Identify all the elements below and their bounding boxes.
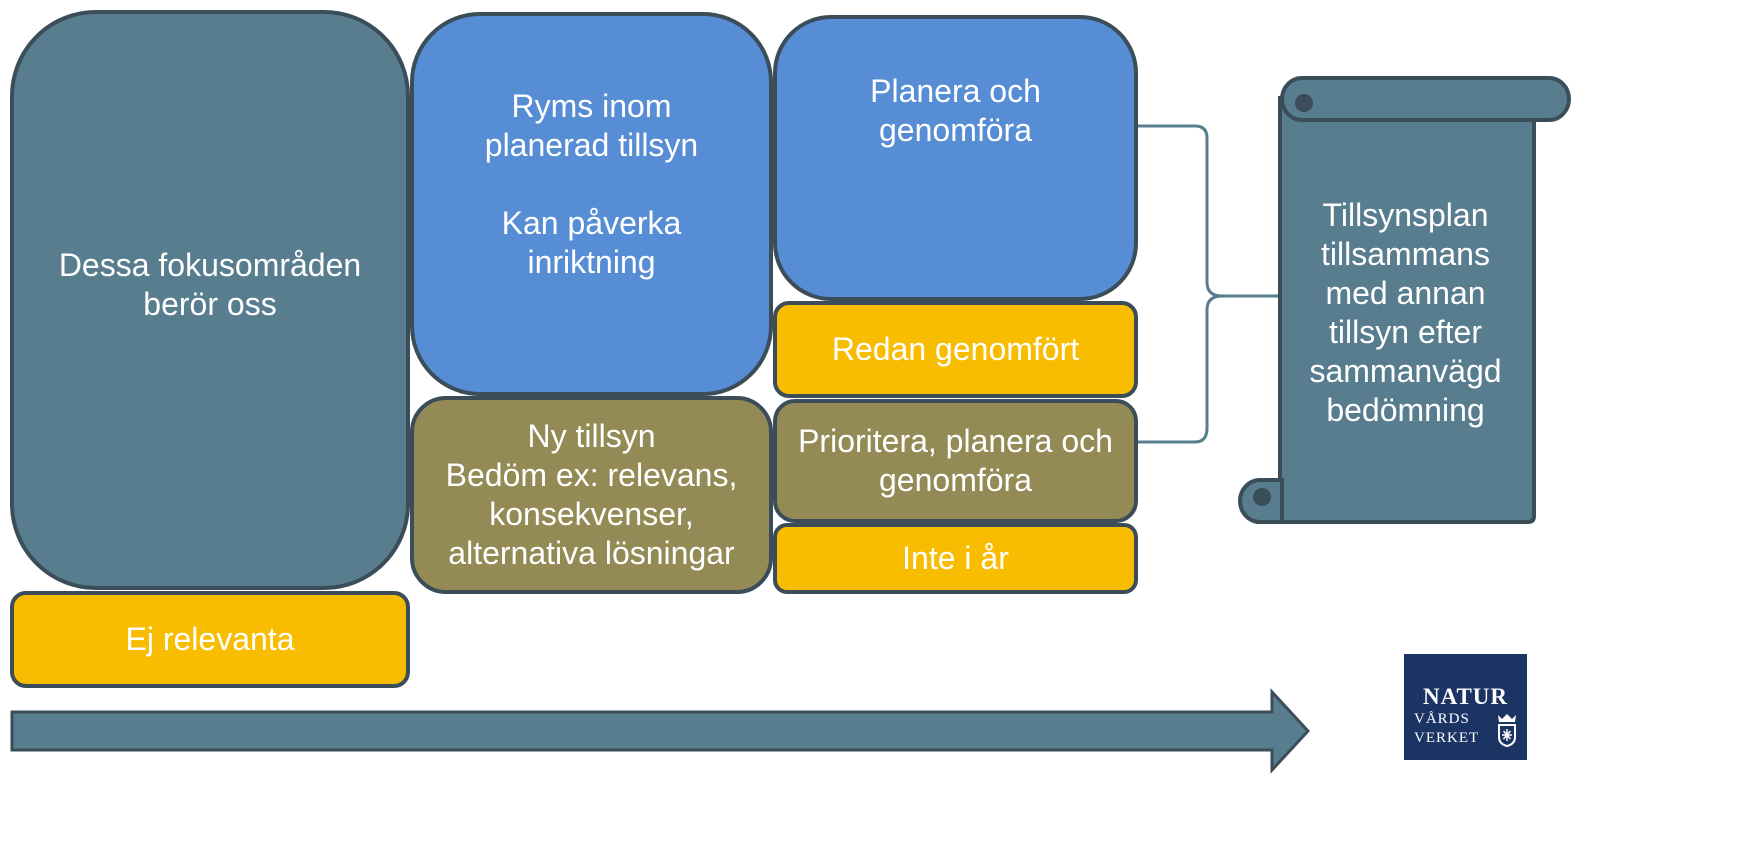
box-text-line: Ryms inom bbox=[511, 87, 672, 124]
box-ej-relevanta: Ej relevanta bbox=[10, 591, 410, 688]
box-text-line: genomföra bbox=[879, 111, 1032, 148]
box-text-line: genomföra bbox=[879, 462, 1032, 498]
box-text-line: Ny tillsyn bbox=[527, 418, 656, 454]
box-text-line: Prioritera, planera och bbox=[798, 423, 1113, 459]
timeline-arrow bbox=[10, 688, 1311, 774]
bracket-connector bbox=[1138, 124, 1278, 444]
scroll-line: tillsyn efter bbox=[1329, 314, 1482, 350]
box-dessa-fokusomraden: Dessa fokusområden berör oss bbox=[10, 10, 410, 590]
scroll-line: sammanvägd bbox=[1309, 353, 1502, 389]
scroll-line: Tillsynsplan bbox=[1322, 197, 1489, 233]
scroll-text: Tillsynsplan tillsammans med annan tills… bbox=[1283, 196, 1528, 430]
naturvardsverket-logo: NATUR VÅRDS VERKET bbox=[1404, 654, 1527, 760]
scroll-line: med annan bbox=[1325, 275, 1486, 311]
logo-line-2: VÅRDS bbox=[1414, 711, 1470, 727]
scroll-line: bedömning bbox=[1326, 392, 1485, 428]
scroll-top-roll bbox=[1280, 76, 1571, 122]
scroll-line: tillsammans bbox=[1321, 236, 1490, 272]
box-redan-genomfort: Redan genomfört bbox=[773, 301, 1138, 398]
box-text-line: Kan påverka bbox=[501, 204, 682, 241]
box-text-line: Redan genomfört bbox=[831, 331, 1080, 367]
box-text-line: planerad tillsyn bbox=[484, 126, 699, 163]
scroll-top-curl bbox=[1295, 94, 1313, 112]
box-text-line: Ej relevanta bbox=[125, 621, 295, 657]
crown-shield-icon bbox=[1498, 714, 1516, 747]
scroll-bottom-curl bbox=[1253, 488, 1271, 506]
box-text-line: inriktning bbox=[527, 243, 656, 280]
box-text-line: Dessa fokusområden bbox=[58, 247, 362, 283]
logo-line-3: VERKET bbox=[1414, 730, 1480, 746]
box-planera-och-genomfora: Planera och genomföra bbox=[773, 15, 1138, 301]
box-text-line: Inte i år bbox=[902, 540, 1009, 576]
box-text-line: konsekvenser, bbox=[489, 496, 694, 532]
box-text-line: Bedöm ex: relevans, bbox=[445, 457, 738, 493]
box-prioritera-planera-genomfora: Prioritera, planera och genomföra bbox=[773, 399, 1138, 523]
box-text-line: Planera och bbox=[870, 72, 1041, 109]
box-text-line: alternativa lösningar bbox=[448, 535, 735, 571]
box-ryms-inom-planerad-tillsyn: Ryms inom planerad tillsyn Kan påverka i… bbox=[410, 12, 773, 396]
logo-line-1: NATUR bbox=[1422, 684, 1509, 709]
box-text-line: berör oss bbox=[143, 286, 277, 322]
box-ny-tillsyn: Ny tillsyn Bedöm ex: relevans, konsekven… bbox=[410, 396, 773, 594]
box-text-spacer bbox=[485, 165, 698, 204]
box-inte-i-ar: Inte i år bbox=[773, 523, 1138, 594]
